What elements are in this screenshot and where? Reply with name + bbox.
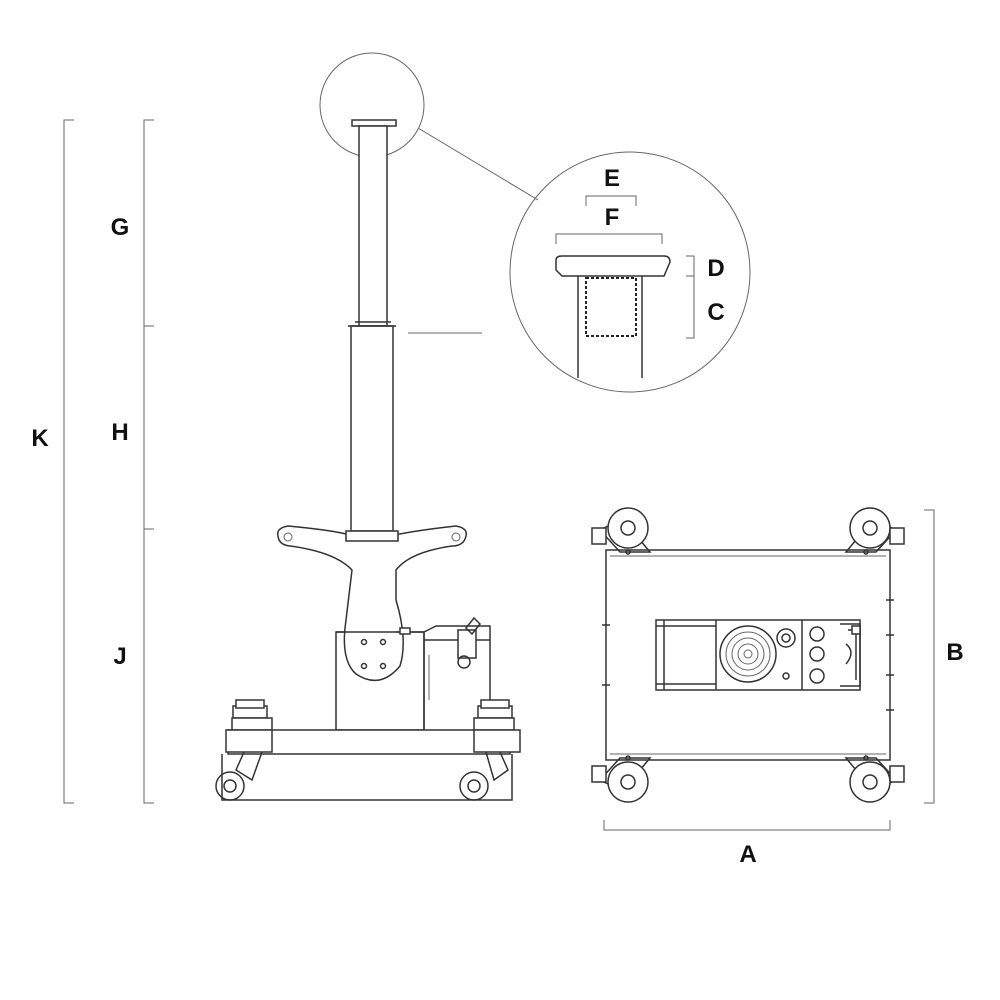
pump-valve bbox=[457, 629, 477, 659]
saddle-detail: E F D C bbox=[509, 151, 751, 393]
dimension-h: H bbox=[111, 325, 154, 530]
label-a: A bbox=[739, 841, 756, 868]
top-caster-bottom-left bbox=[591, 755, 652, 803]
dimension-g: G bbox=[111, 119, 154, 327]
ram-collar bbox=[345, 530, 399, 542]
detail-leader-line bbox=[417, 127, 539, 201]
label-d: D bbox=[707, 255, 724, 282]
jack-side-view bbox=[215, 52, 539, 801]
top-release-knob bbox=[776, 628, 796, 648]
label-c: C bbox=[707, 299, 724, 326]
label-f: F bbox=[605, 204, 620, 231]
top-caster-top-left bbox=[591, 507, 652, 555]
base-beam bbox=[227, 729, 511, 755]
saddle-cap bbox=[351, 119, 397, 127]
dimension-k: K bbox=[31, 119, 74, 804]
dimension-c bbox=[686, 275, 695, 339]
label-g: G bbox=[111, 214, 130, 241]
top-caster-bottom-right bbox=[844, 755, 905, 803]
label-b: B bbox=[946, 639, 963, 666]
dimension-j: J bbox=[113, 528, 154, 804]
jack-top-view: B A bbox=[591, 507, 964, 868]
top-ram-circle bbox=[719, 625, 777, 683]
upper-ram bbox=[358, 125, 388, 327]
right-wheel-assembly bbox=[459, 699, 521, 801]
right-caster-wheel bbox=[459, 771, 489, 801]
dimension-e bbox=[585, 195, 637, 206]
dimension-f bbox=[555, 233, 663, 244]
lower-ram bbox=[350, 325, 394, 532]
support-arms bbox=[276, 525, 468, 682]
saddle-top-plate bbox=[555, 255, 671, 277]
left-caster-wheel bbox=[215, 771, 245, 801]
dimension-d bbox=[686, 255, 695, 277]
dimension-a bbox=[603, 820, 891, 831]
saddle-pin-dashed bbox=[585, 277, 637, 337]
label-e: E bbox=[604, 165, 620, 192]
top-caster-top-right bbox=[844, 507, 905, 555]
label-k: K bbox=[31, 425, 49, 452]
dimension-b bbox=[924, 509, 935, 804]
label-h: H bbox=[111, 419, 128, 446]
detail-circle bbox=[509, 151, 751, 393]
label-j: J bbox=[113, 643, 126, 670]
left-wheel-assembly bbox=[215, 699, 273, 801]
chassis-frame bbox=[221, 754, 513, 801]
